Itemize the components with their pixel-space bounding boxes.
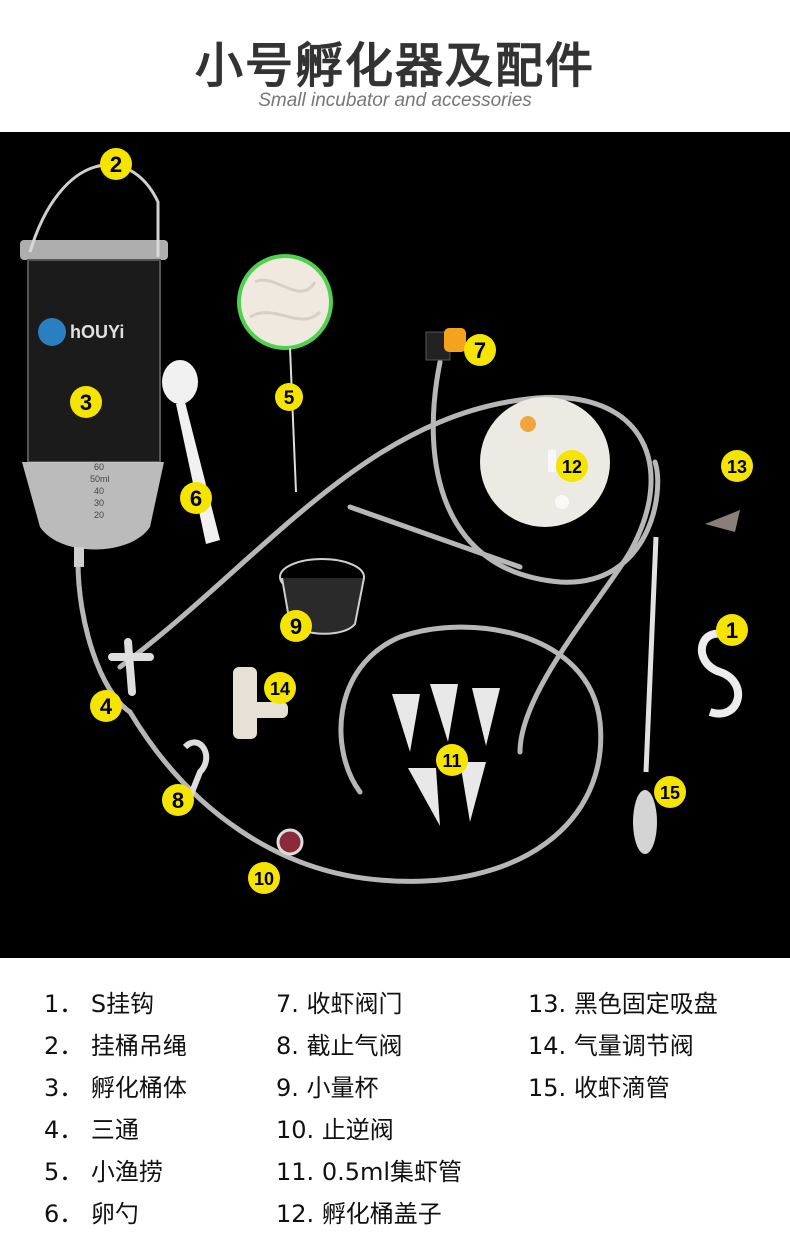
svg-text:3: 3 [80,390,92,415]
list-item: 3． 孵化桶体 [44,1074,187,1102]
svg-text:20: 20 [94,510,104,520]
three-way-connector [108,638,154,696]
badge-14: 14 [264,672,296,704]
long-tube-loop [117,395,654,755]
tube-from-bucket [75,559,133,715]
bucket-lid [480,397,610,527]
list-item: 1． S挂钩 [44,990,155,1018]
parts-list: 1． S挂钩 2． 挂桶吊绳 3． 孵化桶体 4． 三通 5． 小渔捞 6． 卵… [0,958,790,1238]
s-hook [698,629,742,718]
svg-text:13: 13 [727,457,747,477]
list-item: 11. 0.5ml集虾管 [276,1158,463,1186]
svg-text:9: 9 [290,614,302,639]
tube-straight [347,504,523,570]
svg-text:8: 8 [172,788,184,813]
shutoff-clamp [182,739,210,799]
svg-text:2: 2 [110,152,122,177]
list-item: 4． 三通 [44,1116,139,1144]
svg-text:4: 4 [100,694,113,719]
badge-11: 11 [436,744,468,776]
badge-12: 12 [556,450,588,482]
collection-tubes [392,684,500,826]
list-item: 14. 气量调节阀 [528,1032,694,1060]
hanging-rope [28,163,160,257]
svg-text:12: 12 [562,457,582,477]
list-item: 2． 挂桶吊绳 [44,1032,187,1060]
svg-text:11: 11 [442,751,461,771]
svg-text:6: 6 [190,486,202,511]
tube-from-valve [430,359,661,585]
badge-4: 4 [90,690,122,722]
list-item: 6． 卵勺 [44,1200,139,1228]
list-item: 13. 黑色固定吸盘 [528,990,718,1018]
svg-text:30: 30 [94,498,104,508]
list-item: 5． 小渔捞 [44,1158,163,1186]
product-photo: hOUYi 60 50ml 40 30 20 [0,132,790,958]
page-subtitle: Small incubator and accessories [258,90,532,111]
badge-7: 7 [464,334,496,366]
svg-text:10: 10 [254,869,274,889]
badge-13: 13 [721,450,753,482]
svg-text:15: 15 [660,783,680,803]
fish-net [237,254,333,493]
badge-15: 15 [654,776,686,808]
list-item: 8. 截止气阀 [276,1032,403,1060]
shrimp-valve [425,328,466,361]
incubator-bucket: hOUYi 60 50ml 40 30 20 [20,240,168,567]
list-item: 7. 收虾阀门 [276,990,403,1018]
list-item: 10. 止逆阀 [276,1116,394,1144]
list-item: 12. 孵化桶盖子 [276,1200,442,1228]
badge-9: 9 [280,610,312,642]
svg-text:40: 40 [94,486,104,496]
badge-1: 1 [716,614,748,646]
egg-spoon [162,360,220,544]
svg-text:1: 1 [726,618,738,643]
svg-text:14: 14 [270,679,290,699]
shrimp-dropper [633,536,659,854]
svg-text:50ml: 50ml [90,474,110,484]
tube-lower-loop [127,624,604,884]
svg-text:5: 5 [284,388,295,409]
badge-5: 5 [275,383,303,411]
badge-2: 2 [100,148,132,180]
list-item: 15. 收虾滴管 [528,1074,670,1102]
badge-3: 3 [70,386,102,418]
svg-text:7: 7 [474,338,486,363]
air-regulating-valve [233,667,288,739]
black-suction-cup [705,510,740,532]
badge-10: 10 [248,862,280,894]
product-illustration: hOUYi 60 50ml 40 30 20 [20,148,753,894]
check-valve [276,828,304,856]
badge-6: 6 [180,482,212,514]
list-item: 9. 小量杯 [276,1074,379,1102]
page-title: 小号孵化器及配件 [194,38,595,94]
header: 小号孵化器及配件 Small incubator and accessories [0,0,790,132]
badge-8: 8 [162,784,194,816]
svg-text:60: 60 [94,462,104,472]
brand-logo: hOUYi [70,322,124,342]
